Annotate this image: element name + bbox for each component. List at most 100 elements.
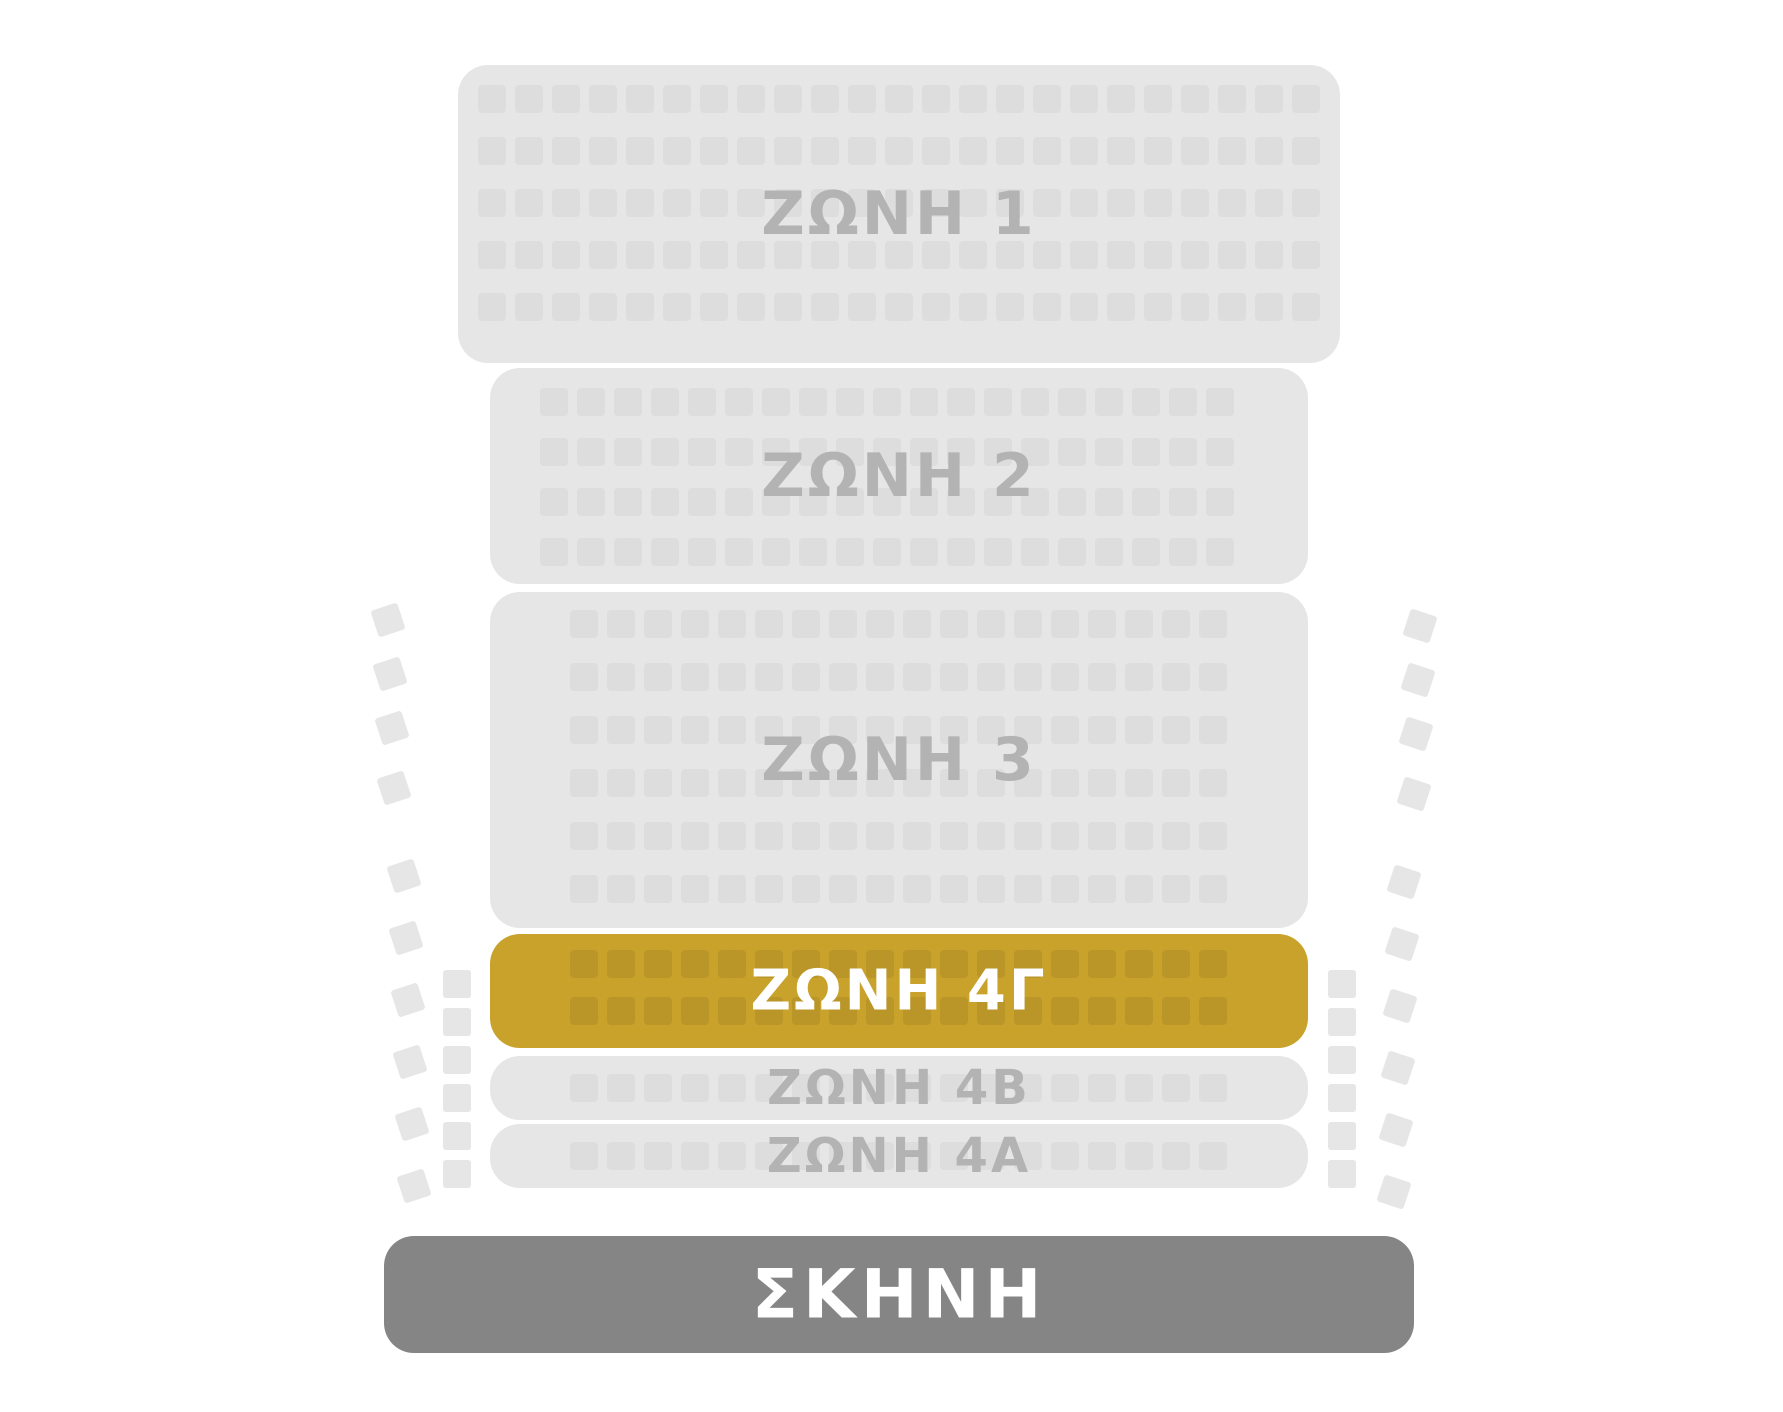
- side-seat: [390, 982, 426, 1018]
- seat: [1125, 610, 1153, 638]
- seat: [977, 997, 1005, 1025]
- seat: [1014, 950, 1042, 978]
- seat: [1199, 610, 1227, 638]
- seat: [651, 388, 679, 416]
- seat: [1088, 610, 1116, 638]
- seat: [626, 137, 654, 165]
- side-seat: [443, 970, 471, 998]
- zone-4b[interactable]: ΖΩΝΗ 4Β: [490, 1056, 1308, 1120]
- zone-4b-label: ΖΩΝΗ 4Β: [767, 1060, 1031, 1116]
- seat: [984, 388, 1012, 416]
- seat: [607, 822, 635, 850]
- seat: [866, 663, 894, 691]
- stage: ΣΚΗΝΗ: [384, 1236, 1414, 1353]
- seat: [1144, 293, 1172, 321]
- seat: [1199, 950, 1227, 978]
- seat: [1181, 293, 1209, 321]
- seat: [792, 822, 820, 850]
- side-seat: [1402, 608, 1438, 644]
- seat: [940, 875, 968, 903]
- seat: [1051, 663, 1079, 691]
- seat: [725, 538, 753, 566]
- seat: [1021, 538, 1049, 566]
- zone-1[interactable]: ΖΩΝΗ 1: [458, 65, 1340, 363]
- seat: [903, 997, 931, 1025]
- zone-4g[interactable]: ΖΩΝΗ 4Γ: [490, 934, 1308, 1048]
- seat: [626, 85, 654, 113]
- seat: [737, 293, 765, 321]
- seat: [959, 293, 987, 321]
- seat: [718, 663, 746, 691]
- side-seat: [1386, 864, 1422, 900]
- zone-4a-label: ΖΩΝΗ 4Α: [766, 1128, 1032, 1184]
- seat: [1132, 388, 1160, 416]
- seat: [478, 293, 506, 321]
- side-seat: [1398, 716, 1434, 752]
- seat: [589, 137, 617, 165]
- seat: [792, 610, 820, 638]
- seat: [1132, 538, 1160, 566]
- seat: [1169, 388, 1197, 416]
- seat: [1033, 137, 1061, 165]
- seat: [1218, 85, 1246, 113]
- seat: [1051, 997, 1079, 1025]
- side-seat: [1328, 1008, 1356, 1036]
- seat: [614, 538, 642, 566]
- zone-1-label: ΖΩΝΗ 1: [761, 179, 1037, 249]
- seat: [885, 293, 913, 321]
- seat: [910, 538, 938, 566]
- seat: [903, 875, 931, 903]
- seat: [1125, 997, 1153, 1025]
- side-seat: [1376, 1174, 1412, 1210]
- seat: [1088, 822, 1116, 850]
- seat: [1199, 997, 1227, 1025]
- seat: [1199, 822, 1227, 850]
- seat: [1014, 663, 1042, 691]
- seat: [792, 997, 820, 1025]
- seat: [829, 822, 857, 850]
- seat: [737, 85, 765, 113]
- seat: [1051, 610, 1079, 638]
- seat: [1144, 137, 1172, 165]
- seat: [737, 137, 765, 165]
- seat: [866, 950, 894, 978]
- seat: [1014, 875, 1042, 903]
- seat: [792, 875, 820, 903]
- zone-2[interactable]: ΖΩΝΗ 2: [490, 368, 1308, 584]
- seat: [792, 663, 820, 691]
- seat: [977, 663, 1005, 691]
- seat: [681, 663, 709, 691]
- seat: [663, 293, 691, 321]
- side-seat: [1378, 1112, 1414, 1148]
- seat: [651, 538, 679, 566]
- seat: [940, 663, 968, 691]
- side-seat: [443, 1160, 471, 1188]
- seat: [681, 997, 709, 1025]
- seat: [903, 822, 931, 850]
- seat: [644, 875, 672, 903]
- seat: [848, 293, 876, 321]
- seat: [718, 822, 746, 850]
- side-seat: [1328, 1084, 1356, 1112]
- seat: [570, 875, 598, 903]
- seat: [873, 538, 901, 566]
- seat: [644, 822, 672, 850]
- side-seat: [388, 920, 424, 956]
- seat: [866, 997, 894, 1025]
- side-seat: [372, 656, 408, 692]
- zone-3[interactable]: ΖΩΝΗ 3: [490, 592, 1308, 928]
- seat: [626, 293, 654, 321]
- seat: [1070, 85, 1098, 113]
- seat: [1162, 875, 1190, 903]
- seat: [755, 610, 783, 638]
- seat: [540, 538, 568, 566]
- seat: [866, 610, 894, 638]
- seat: [1095, 388, 1123, 416]
- seat: [1206, 538, 1234, 566]
- side-seat: [376, 770, 412, 806]
- seat: [515, 137, 543, 165]
- seat: [829, 875, 857, 903]
- seat: [663, 85, 691, 113]
- seat: [1014, 610, 1042, 638]
- zone-4a[interactable]: ΖΩΝΗ 4Α: [490, 1124, 1308, 1188]
